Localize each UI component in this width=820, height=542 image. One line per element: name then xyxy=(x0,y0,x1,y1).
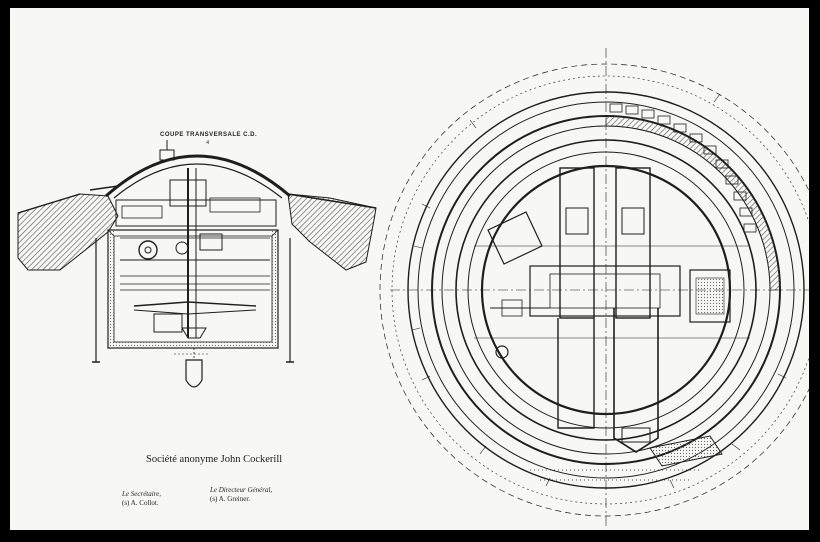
drawing-sheet: COUPE TRANSVERSALE C.D. 4 Société anonym… xyxy=(10,8,809,530)
cross-section-drawing xyxy=(17,140,377,388)
signature-role: Le Secrétaire, xyxy=(122,490,162,498)
company-name: Société anonyme John Cockerill xyxy=(146,454,283,465)
section-title: COUPE TRANSVERSALE C.D. xyxy=(160,132,258,138)
signature-name: (s) A. Collot. xyxy=(122,499,159,507)
signature-secretary: Le Secrétaire, (s) A. Collot. xyxy=(122,490,161,508)
signature-role: Le Directeur Général, xyxy=(210,486,273,494)
signature-name: (s) A. Greiner. xyxy=(210,495,251,503)
technical-drawing xyxy=(17,48,809,528)
signature-director: Le Directeur Général, (s) A. Greiner. xyxy=(210,486,272,504)
plan-view-drawing xyxy=(379,48,809,528)
section-subtitle: 4 xyxy=(206,140,209,146)
